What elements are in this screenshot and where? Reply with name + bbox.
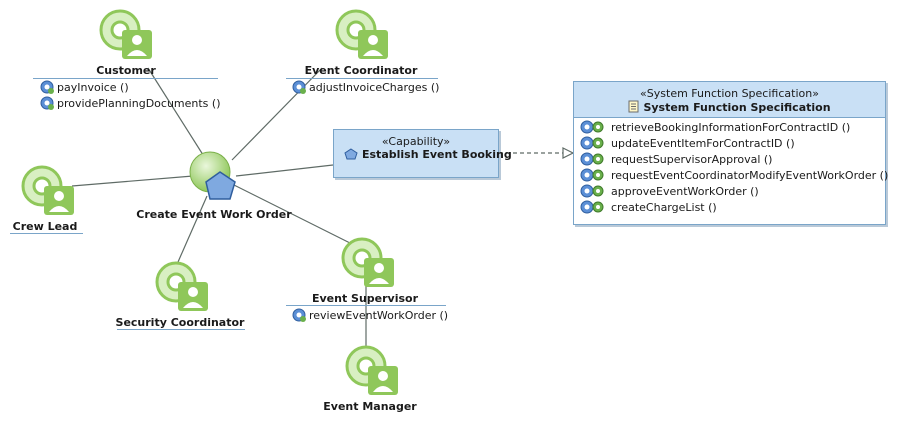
actor-customer-label: Customer xyxy=(96,64,156,77)
system-function-spec-header: «System Function Specification» System F… xyxy=(574,82,885,118)
system-function-spec-stereotype: «System Function Specification» xyxy=(640,87,819,100)
actor-event-coordinator-label: Event Coordinator xyxy=(304,64,418,77)
link-event-coordinator xyxy=(231,67,323,161)
sfs-operation: createChargeList () xyxy=(580,200,717,216)
sfs-operation: requestSupervisorApproval () xyxy=(580,152,772,168)
actor-customer[interactable] xyxy=(98,8,158,60)
actor-crew-lead[interactable] xyxy=(20,164,80,216)
actor-customer-underline xyxy=(33,78,218,79)
system-function-spec-name: System Function Specification xyxy=(574,100,885,114)
actor-security-coordinator-label: Security Coordinator xyxy=(115,316,245,329)
actor-icon xyxy=(345,345,398,395)
actor-security-coordinator[interactable] xyxy=(154,260,214,312)
actor-icon xyxy=(155,261,208,311)
operation-icon xyxy=(580,120,604,134)
link-security-coordinator xyxy=(177,195,208,263)
actor-event-coordinator[interactable] xyxy=(334,8,394,60)
capability-stereotype: «Capability» xyxy=(381,135,451,148)
operation-icon xyxy=(580,168,604,182)
operation-icon xyxy=(40,96,54,110)
sfs-operation: approveEventWorkOrder () xyxy=(580,184,759,200)
operation-icon xyxy=(580,184,604,198)
customer-operation: providePlanningDocuments () xyxy=(40,96,221,111)
capability-pentagon-icon xyxy=(344,148,358,160)
actor-icon xyxy=(99,9,152,59)
link-capability xyxy=(235,164,334,177)
use-case-create-event-work-order[interactable] xyxy=(188,150,248,205)
actor-event-supervisor-label: Event Supervisor xyxy=(311,292,419,305)
sfs-operation: requestEventCoordinatorModifyEventWorkOr… xyxy=(580,168,888,184)
actor-event-supervisor-underline xyxy=(286,305,446,306)
link-customer xyxy=(147,67,206,159)
customer-operation: payInvoice () xyxy=(40,80,129,95)
operation-icon xyxy=(292,80,306,94)
link-event-supervisor xyxy=(231,183,353,245)
event-supervisor-operation: reviewEventWorkOrder () xyxy=(292,308,448,323)
actor-security-coordinator-underline xyxy=(117,329,245,330)
actor-event-coordinator-underline xyxy=(286,78,438,79)
actor-icon xyxy=(21,165,74,215)
operation-icon xyxy=(580,136,604,150)
sfs-operation: updateEventItemForContractID () xyxy=(580,136,795,152)
operation-icon xyxy=(580,152,604,166)
actor-event-supervisor[interactable] xyxy=(340,236,400,288)
actor-event-manager[interactable] xyxy=(344,344,404,396)
capability-name: Establish Event Booking xyxy=(344,148,512,161)
pentagon-icon xyxy=(205,171,236,200)
link-crew-lead xyxy=(71,175,194,187)
actor-crew-lead-label: Crew Lead xyxy=(12,220,78,233)
actor-event-manager-label: Event Manager xyxy=(323,400,417,413)
capability-box[interactable]: «Capability» Establish Event Booking xyxy=(333,129,512,178)
system-function-spec-box[interactable]: «System Function Specification» System F… xyxy=(573,81,888,225)
sfs-operation: retrieveBookingInformationForContractID … xyxy=(580,120,850,136)
operation-icon xyxy=(580,200,604,214)
realization-arrowhead xyxy=(562,147,575,159)
document-icon xyxy=(628,100,639,113)
actor-icon xyxy=(335,9,388,59)
actor-icon xyxy=(341,237,394,287)
operation-icon xyxy=(40,80,54,94)
event-coordinator-operation: adjustInvoiceCharges () xyxy=(292,80,439,95)
use-case-label: Create Event Work Order xyxy=(136,208,292,221)
operation-icon xyxy=(292,308,306,322)
actor-crew-lead-underline xyxy=(10,233,83,234)
